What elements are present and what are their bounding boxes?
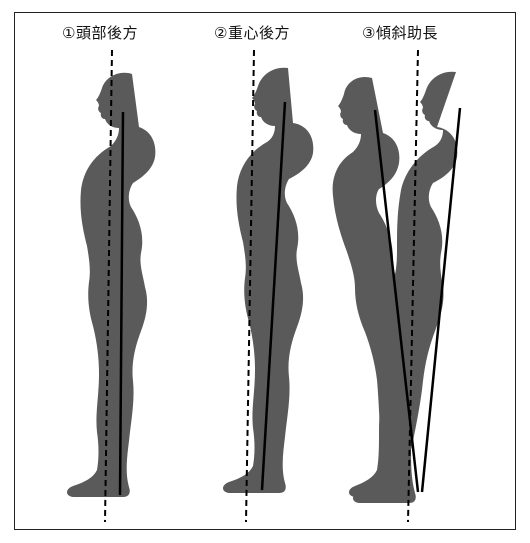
silhouette-1 (67, 73, 155, 497)
figure-1 (67, 50, 155, 522)
figure-3 (333, 50, 460, 522)
figure-2 (223, 50, 313, 522)
silhouette-2 (223, 68, 313, 493)
